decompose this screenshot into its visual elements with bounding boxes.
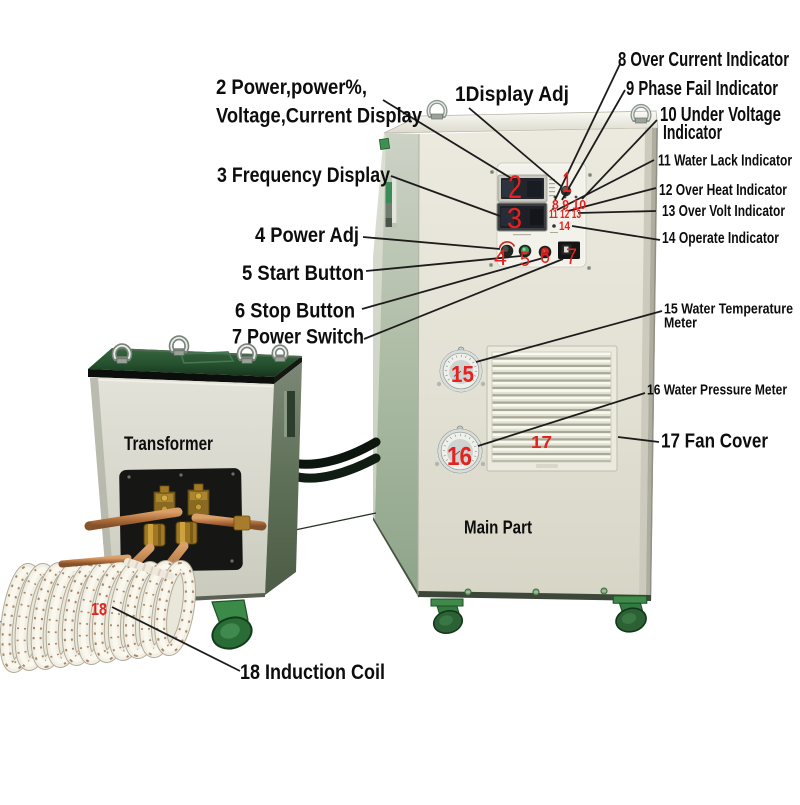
- svg-text:7 Power Switch: 7 Power Switch: [232, 326, 364, 349]
- svg-text:2: 2: [508, 169, 522, 205]
- svg-text:9 Phase Fail Indicator: 9 Phase Fail Indicator: [626, 78, 778, 100]
- svg-text:12 Over Heat Indicator: 12 Over Heat Indicator: [659, 182, 787, 199]
- svg-text:14: 14: [559, 220, 570, 233]
- svg-text:3 Frequency Display: 3 Frequency Display: [217, 164, 390, 187]
- svg-text:3: 3: [507, 203, 522, 235]
- svg-text:5 Start Button: 5 Start Button: [242, 262, 364, 285]
- svg-text:7: 7: [566, 244, 577, 269]
- svg-text:15: 15: [451, 361, 474, 387]
- svg-text:18 Induction Coil: 18 Induction Coil: [240, 661, 385, 684]
- svg-text:6: 6: [540, 246, 550, 268]
- svg-text:8 Over Current Indicator: 8 Over Current Indicator: [618, 49, 789, 71]
- svg-text:5: 5: [520, 249, 530, 271]
- svg-text:17: 17: [531, 432, 552, 452]
- svg-text:16 Water Pressure Meter: 16 Water Pressure Meter: [647, 382, 787, 399]
- svg-text:1Display Adj: 1Display Adj: [455, 83, 569, 106]
- svg-text:14 Operate Indicator: 14 Operate Indicator: [662, 230, 779, 247]
- svg-text:Main Part: Main Part: [464, 518, 532, 538]
- svg-text:11 Water Lack Indicator: 11 Water Lack Indicator: [658, 153, 792, 170]
- svg-text:16: 16: [447, 441, 472, 471]
- svg-text:6 Stop Button: 6 Stop Button: [235, 300, 355, 323]
- svg-text:1: 1: [562, 167, 572, 199]
- svg-text:Voltage,Current Display: Voltage,Current Display: [216, 105, 422, 128]
- svg-text:Transformer: Transformer: [124, 433, 213, 455]
- svg-text:13 Over Volt Indicator: 13 Over Volt Indicator: [662, 203, 785, 220]
- svg-text:2 Power,power%,: 2 Power,power%,: [216, 76, 367, 99]
- svg-text:Meter: Meter: [664, 315, 697, 332]
- svg-text:17 Fan Cover: 17 Fan Cover: [661, 431, 768, 453]
- svg-text:18: 18: [91, 599, 107, 619]
- svg-text:4: 4: [494, 245, 507, 270]
- svg-text:4 Power Adj: 4 Power Adj: [255, 224, 359, 247]
- svg-text:Indicator: Indicator: [663, 122, 722, 144]
